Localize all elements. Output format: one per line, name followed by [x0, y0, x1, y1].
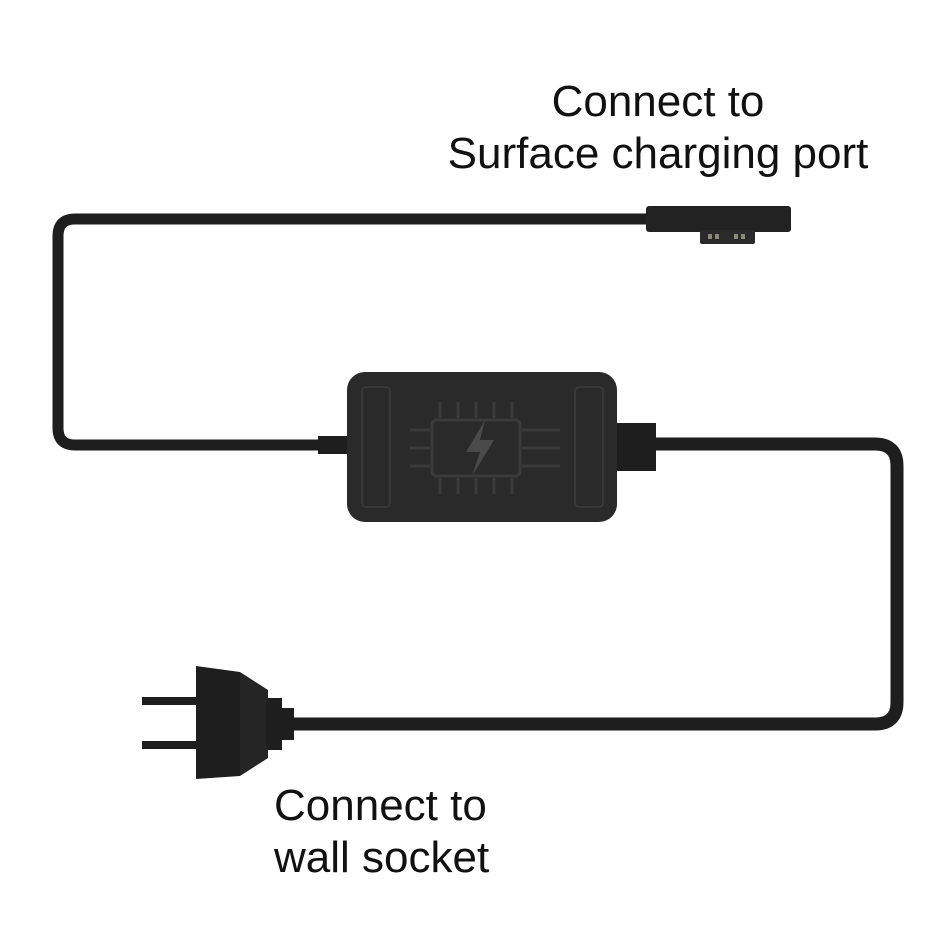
- wall-socket-label-line2: wall socket: [274, 833, 490, 882]
- power-brick: [318, 372, 656, 522]
- surface-connector-icon: [646, 206, 791, 244]
- wall-socket-label: Connect to wall socket: [274, 780, 489, 884]
- wall-cable: [290, 437, 904, 731]
- lightning-bolt-icon: [466, 420, 494, 476]
- wall-plug-icon: [142, 666, 294, 779]
- surface-port-label: Connect to Surface charging port: [0, 76, 950, 180]
- surface-port-label-line2: Surface charging port: [447, 129, 869, 178]
- surface-cable: [52, 213, 648, 451]
- wall-socket-label-line1: Connect to: [274, 781, 487, 830]
- surface-port-label-line1: Connect to: [551, 77, 765, 126]
